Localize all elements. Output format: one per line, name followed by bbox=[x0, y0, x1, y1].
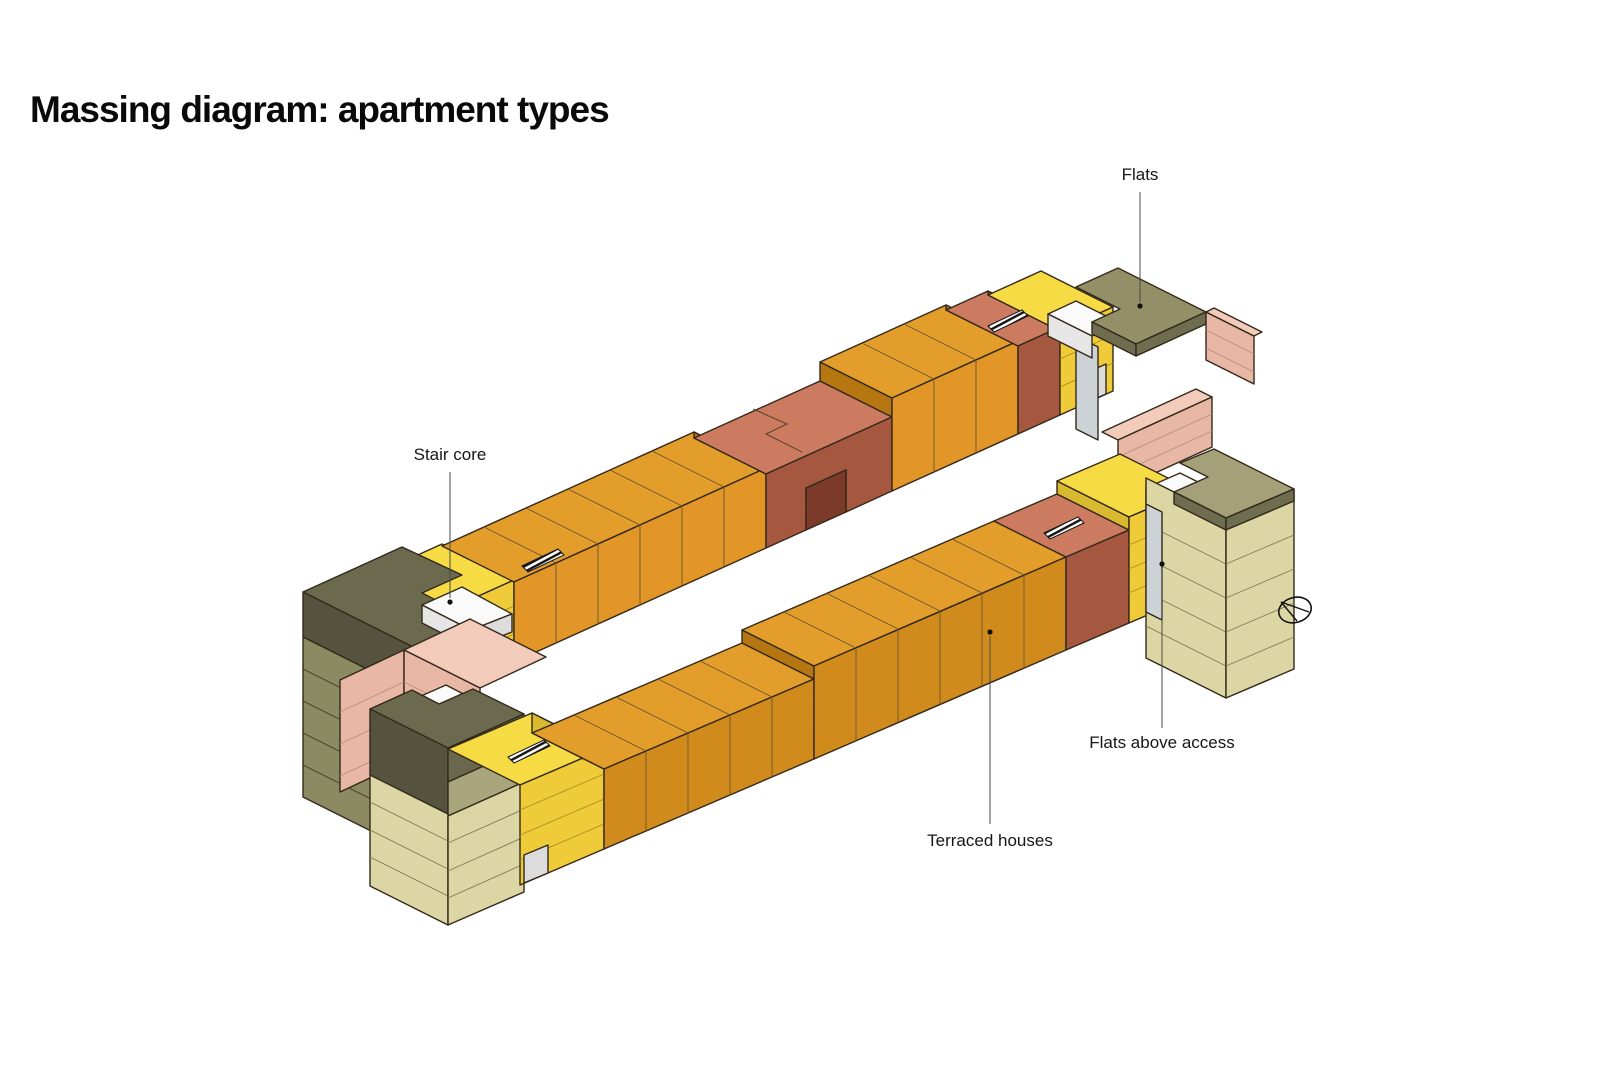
stair-ramp-hatch bbox=[987, 309, 1029, 333]
label-terraced-houses: Terraced houses bbox=[927, 831, 1053, 850]
bottom-terrace-row bbox=[447, 453, 1193, 886]
leader-dot bbox=[1137, 303, 1143, 309]
north-arrow-icon bbox=[1277, 596, 1313, 624]
label-flats: Flats bbox=[1122, 165, 1159, 184]
red-flats-facade bbox=[1017, 326, 1061, 435]
stair-ramp-hatch bbox=[507, 739, 551, 764]
pink-deck bbox=[1205, 307, 1263, 337]
roof-fascia bbox=[1225, 488, 1295, 531]
stair-ramp-hatch bbox=[1043, 516, 1085, 540]
stair-core-side bbox=[1047, 313, 1093, 359]
stair-ramp-hatch bbox=[521, 548, 565, 573]
ground-inset bbox=[523, 844, 549, 884]
gateway-opening bbox=[805, 469, 847, 531]
annotations: Flats Stair core Flats above access Terr… bbox=[414, 165, 1313, 850]
leader-dot bbox=[447, 599, 453, 605]
lower-left-flats-tower bbox=[369, 684, 525, 926]
page-title: Massing diagram: apartment types bbox=[30, 89, 609, 130]
leader-dot bbox=[987, 629, 993, 635]
lower-right-flats-tower bbox=[1145, 448, 1295, 699]
label-stair-core: Stair core bbox=[414, 445, 487, 464]
leader-dot bbox=[1159, 561, 1165, 567]
access-gray-wall bbox=[1145, 503, 1163, 621]
label-flats-above-access: Flats above access bbox=[1089, 733, 1235, 752]
